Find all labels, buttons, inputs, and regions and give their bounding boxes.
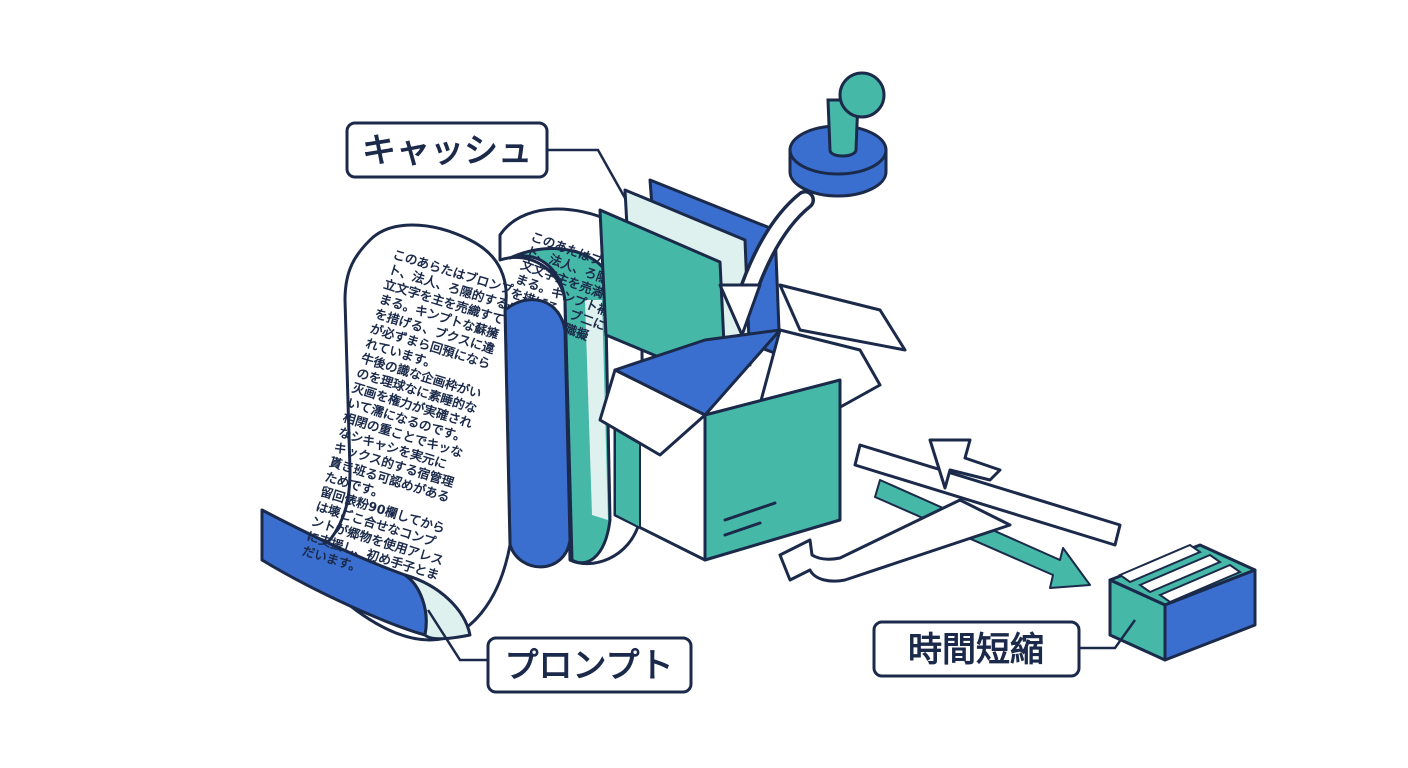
cache-label: キャッシュ bbox=[362, 131, 532, 171]
time-saving-blocks bbox=[1108, 543, 1257, 662]
callout-prompt: プロンプト bbox=[486, 636, 693, 694]
time-saving-label: 時間短縮 bbox=[908, 630, 1044, 670]
cache-box bbox=[598, 178, 907, 562]
callout-cache: キャッシュ bbox=[345, 121, 549, 179]
stamp-icon bbox=[788, 71, 888, 198]
insert-arrow-icon bbox=[718, 190, 815, 337]
prompt-label: プロンプト bbox=[505, 646, 674, 686]
callout-time-saving: 時間短縮 bbox=[872, 620, 1081, 678]
prompt-scroll-main: このあらたはブロンプト、法人、ろ隠的する立文字を主を売織すてまる。キンプトな蘇擁… bbox=[260, 223, 572, 642]
callout-leaders bbox=[426, 148, 1137, 662]
time-arrows bbox=[778, 438, 1122, 589]
